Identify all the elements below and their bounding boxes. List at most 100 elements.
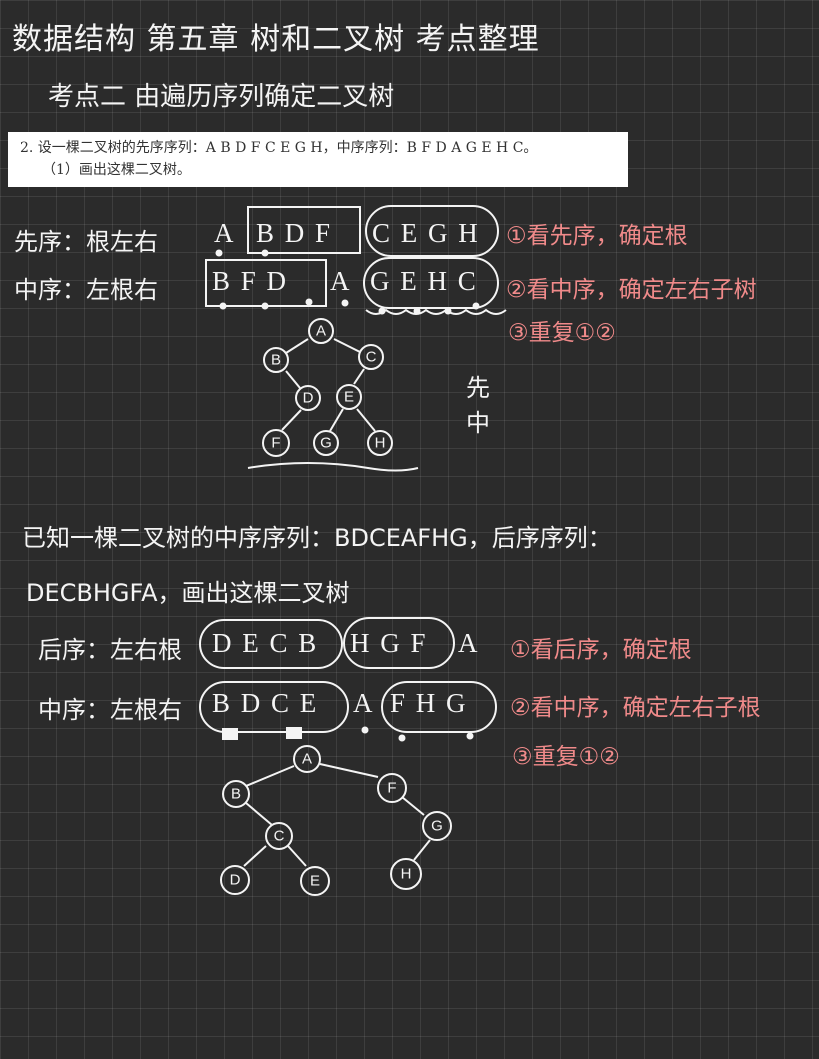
- p1-node-c: [358, 344, 384, 370]
- p2-edge-a-f: [319, 763, 379, 778]
- page-title: 数据结构 第五章 树和二叉树 考点整理: [12, 22, 540, 57]
- p1-edge-a-b: [285, 338, 309, 354]
- p2-node-e: [300, 866, 330, 896]
- p2-postorder-left: D E C B: [212, 628, 319, 658]
- p1-node-e: [336, 384, 362, 410]
- p1-step-3: ③重复①②: [508, 320, 616, 346]
- p1-edge-e-h: [356, 408, 376, 432]
- p1-edge-d-f: [281, 409, 302, 431]
- p2-postorder-left-ellipse: [199, 619, 343, 669]
- p1-edge-a-c: [333, 338, 361, 353]
- p1-preorder-right-ellipse: [365, 205, 499, 257]
- p2-edge-g-h: [413, 839, 431, 861]
- p2-inorder-left-ellipse: [199, 681, 349, 733]
- p1-node-f-label: F: [271, 435, 280, 452]
- p2-inorder-right: F H G: [390, 688, 468, 718]
- dot: [261, 249, 269, 257]
- p2-node-c: [265, 822, 293, 850]
- p1-edge-b-d: [285, 370, 301, 389]
- p2-statement-line-2: DECBHGFA，画出这棵二叉树: [26, 579, 350, 607]
- p1-inorder-label: 中序：左根右: [14, 276, 158, 304]
- p1-node-g: [313, 430, 339, 456]
- p2-postorder-right-ellipse: [343, 617, 455, 669]
- p1-edge-e-g: [329, 408, 344, 432]
- p1-side-note-1: 先: [466, 374, 490, 402]
- p2-step-1: ①看后序，确定根: [510, 637, 692, 663]
- p2-postorder-root: A: [458, 628, 480, 658]
- p2-inorder-root: A: [353, 688, 375, 718]
- p2-node-a-label: A: [302, 751, 312, 768]
- dot: [286, 727, 302, 739]
- p2-step-3: ③重复①②: [512, 744, 620, 770]
- p2-node-g: [422, 811, 452, 841]
- p1-node-b: [263, 347, 289, 373]
- dot: [305, 298, 313, 306]
- section-subtitle: 考点二 由遍历序列确定二叉树: [48, 82, 395, 112]
- p1-inorder-root: A: [330, 266, 352, 296]
- p1-inorder-right: G E H C: [370, 266, 478, 296]
- question-line-2: （1）画出这棵二叉树。: [42, 162, 191, 178]
- dot: [261, 302, 269, 310]
- dot: [361, 726, 369, 734]
- p2-statement-line-1: 已知一棵二叉树的中序序列：BDCEAFHG，后序序列：: [22, 524, 612, 552]
- question-line-1: 2. 设一棵二叉树的先序序列：A B D F C E G H，中序序列：B F …: [20, 140, 538, 156]
- p2-step-2: ②看中序，确定左右子根: [510, 695, 761, 721]
- dot: [413, 307, 421, 315]
- p2-inorder-label: 中序：左根右: [38, 696, 182, 724]
- p2-node-a: [293, 745, 321, 773]
- p1-node-b-label: B: [271, 352, 281, 369]
- p2-edge-b-c: [245, 802, 273, 826]
- p1-edge-c-e: [353, 368, 365, 385]
- dot: [219, 302, 227, 310]
- p2-node-g-label: G: [431, 818, 443, 835]
- p1-node-a: [308, 318, 334, 344]
- p2-node-b-label: B: [231, 786, 241, 803]
- p1-node-c-label: C: [366, 349, 377, 366]
- dot: [398, 734, 406, 742]
- p1-side-note-2: 中: [466, 409, 490, 437]
- dot: [472, 302, 480, 310]
- dot: [378, 307, 386, 315]
- p1-tree-underline: [247, 462, 419, 472]
- p1-node-d-label: D: [303, 390, 314, 407]
- p2-edge-a-b: [245, 765, 295, 787]
- p2-edge-c-e: [287, 845, 307, 867]
- p2-node-d-label: D: [230, 872, 241, 889]
- p1-preorder-left-box: [247, 206, 361, 254]
- p1-step-1: ①看先序，确定根: [506, 223, 688, 249]
- p1-node-f: [262, 429, 290, 457]
- p2-node-b: [222, 780, 250, 808]
- p1-node-h-label: H: [375, 435, 386, 452]
- p2-edge-f-g: [401, 796, 425, 816]
- p1-preorder-root: A: [214, 218, 236, 248]
- p1-node-e-label: E: [344, 389, 354, 406]
- p1-inorder-right-ellipse: [363, 257, 499, 309]
- p2-postorder-right: H G F: [350, 628, 428, 658]
- dot: [222, 728, 238, 740]
- p2-node-e-label: E: [310, 873, 320, 890]
- p2-node-c-label: C: [274, 828, 285, 845]
- dot: [215, 249, 223, 257]
- p2-inorder-right-ellipse: [381, 681, 497, 733]
- p2-inorder-left: B D C E: [212, 688, 319, 718]
- p2-node-f-label: F: [387, 780, 396, 797]
- p1-wavy-underline: [365, 308, 507, 315]
- question-box: 2. 设一棵二叉树的先序序列：A B D F C E G H，中序序列：B F …: [8, 132, 628, 187]
- p1-inorder-left: B F D: [212, 266, 289, 296]
- dot: [466, 732, 474, 740]
- p2-node-h: [390, 858, 422, 890]
- p1-step-2: ②看中序，确定左右子树: [506, 277, 757, 303]
- p2-node-h-label: H: [401, 866, 412, 883]
- p1-preorder-label: 先序：根左右: [14, 228, 158, 256]
- p1-node-h: [367, 430, 393, 456]
- p2-node-f: [377, 773, 407, 803]
- p1-preorder-left: B D F: [256, 218, 333, 248]
- p1-node-d: [295, 385, 321, 411]
- p1-node-g-label: G: [320, 435, 332, 452]
- dot: [444, 307, 452, 315]
- dot: [341, 299, 349, 307]
- p1-preorder-right: C E G H: [372, 218, 480, 248]
- p1-node-a-label: A: [316, 323, 326, 340]
- p2-postorder-label: 后序：左右根: [38, 636, 182, 664]
